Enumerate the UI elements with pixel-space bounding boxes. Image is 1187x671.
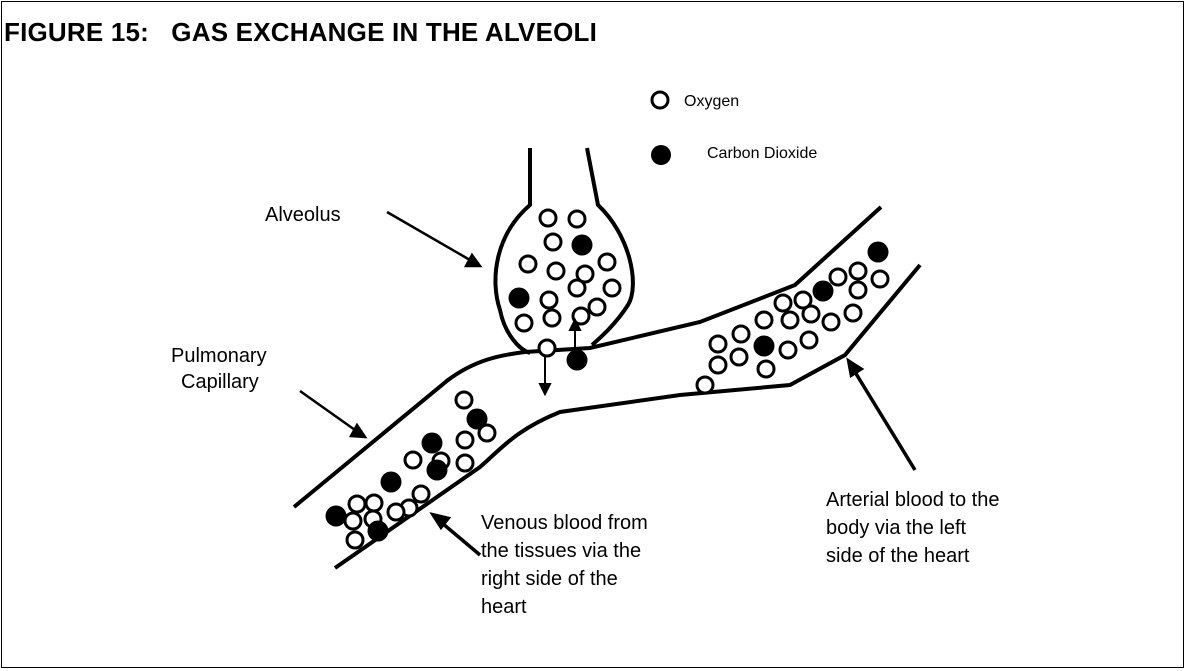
oxygen-molecule <box>345 513 361 529</box>
oxygen-molecule <box>545 234 561 250</box>
legend-oxygen-icon <box>652 92 668 108</box>
arterial-pointer-arrow <box>855 372 915 470</box>
carbon-dioxide-molecule <box>868 242 889 263</box>
oxygen-molecule <box>388 504 404 520</box>
oxygen-molecule <box>520 256 536 272</box>
oxygen-molecule <box>548 263 564 279</box>
legend: Oxygen Carbon Dioxide <box>651 92 817 165</box>
oxygen-molecule <box>516 315 532 331</box>
oxygen-molecule <box>801 332 817 348</box>
venous-pointer-arrow <box>442 523 480 555</box>
oxygen-molecule <box>710 357 726 373</box>
oxygen-molecule <box>541 292 557 308</box>
oxygen-molecule <box>697 377 713 393</box>
carbon-dioxide-molecule <box>381 472 402 493</box>
oxygen-molecule <box>845 305 861 321</box>
oxygen-molecule <box>349 496 365 512</box>
oxygen-molecule <box>457 432 473 448</box>
alveolus-pointer-arrowhead <box>466 255 480 266</box>
oxygen-molecule <box>775 295 791 311</box>
oxygen-molecule <box>604 280 620 296</box>
oxygen-molecule <box>780 342 796 358</box>
carbon-dioxide-molecule <box>427 460 448 481</box>
oxygen-molecule <box>366 495 382 511</box>
oxygen-molecule <box>830 269 846 285</box>
oxygen-molecule <box>413 486 429 502</box>
oxygen-molecule <box>872 271 888 287</box>
carbon-dioxide-molecule <box>813 281 834 302</box>
carbon-dioxide-molecule <box>326 506 347 527</box>
oxygen-molecule <box>540 210 556 226</box>
oxygen-molecule <box>733 326 749 342</box>
carbon-dioxide-molecule <box>509 288 530 309</box>
arterial-pointer-arrowhead <box>848 360 862 376</box>
carbon-dioxide-molecule <box>567 350 588 371</box>
oxygen-molecule <box>405 452 421 468</box>
arterial-blood-label: Arterial blood to the body via the left … <box>826 489 1005 567</box>
capillary-pointer-arrowhead <box>351 425 365 437</box>
oxygen-molecule <box>758 361 774 377</box>
carbon-dioxide-molecule <box>368 521 389 542</box>
oxygen-molecule <box>850 263 866 279</box>
oxygen-molecule <box>479 425 495 441</box>
oxygen-molecule <box>599 254 615 270</box>
o2-diffusion-arrowhead <box>540 384 550 394</box>
carbon-dioxide-molecule <box>422 433 443 454</box>
oxygen-molecule <box>823 314 839 330</box>
legend-oxygen-label: Oxygen <box>684 93 739 110</box>
oxygen-molecule <box>589 299 605 315</box>
oxygen-molecule <box>457 455 473 471</box>
oxygen-molecule <box>850 282 866 298</box>
venous-blood-label: Venous blood from the tissues via the ri… <box>481 512 653 618</box>
oxygen-molecule <box>803 306 819 322</box>
oxygen-molecule <box>569 211 585 227</box>
oxygen-molecule <box>456 392 472 408</box>
carbon-dioxide-molecule <box>572 235 593 256</box>
alveolus-pointer-arrow <box>387 212 470 260</box>
carbon-dioxide-molecule <box>754 336 775 357</box>
oxygen-molecule <box>539 340 555 356</box>
oxygen-molecule <box>347 532 363 548</box>
oxygen-molecule <box>756 312 772 328</box>
oxygen-molecule <box>569 280 585 296</box>
capillary-pointer-arrow <box>300 391 355 430</box>
pulmonary-capillary-label: Pulmonary Capillary <box>171 345 272 393</box>
legend-carbon-dioxide-label: Carbon Dioxide <box>707 145 817 162</box>
oxygen-molecule <box>710 336 726 352</box>
oxygen-molecule <box>544 310 560 326</box>
legend-carbon-dioxide-icon <box>651 145 671 165</box>
oxygen-molecule <box>782 312 798 328</box>
alveolus-label: Alveolus <box>265 204 341 226</box>
oxygen-molecule <box>731 349 747 365</box>
